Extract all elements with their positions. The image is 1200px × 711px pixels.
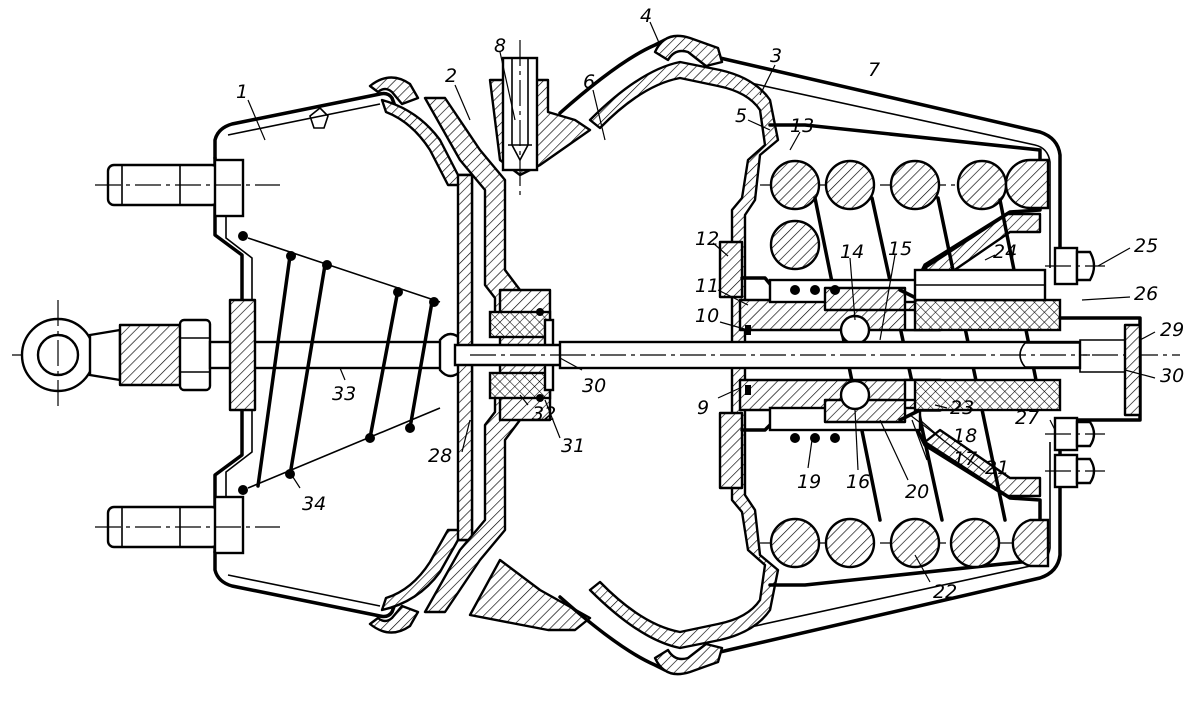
callout-14: 14 xyxy=(840,241,864,263)
spring-brake-piston xyxy=(768,123,1042,587)
callout-labels: 1 2 3 4 5 6 7 8 9 10 11 12 13 14 15 16 1… xyxy=(236,5,1184,603)
callout-23: 23 xyxy=(950,397,974,419)
callout-22: 22 xyxy=(933,581,957,603)
callout-9: 9 xyxy=(697,397,709,419)
callout-11: 11 xyxy=(695,275,719,297)
callout-32: 32 xyxy=(532,403,556,425)
intermediate-housing xyxy=(423,78,592,632)
callout-3: 3 xyxy=(770,45,782,67)
callout-15: 15 xyxy=(888,238,912,260)
callout-2: 2 xyxy=(445,65,457,87)
port-fitting xyxy=(501,40,539,200)
spring-housing-end-boss xyxy=(913,268,1062,412)
leader-lines xyxy=(247,21,1156,583)
service-diaphragm xyxy=(380,98,474,612)
callout-8: 8 xyxy=(494,35,506,57)
callout-12: 12 xyxy=(695,228,719,250)
callout-5: 5 xyxy=(735,105,747,127)
mounting-stud-top xyxy=(95,158,280,218)
callout-33: 33 xyxy=(332,383,356,405)
callout-17: 17 xyxy=(953,448,977,470)
callout-16: 16 xyxy=(846,471,870,493)
callout-28: 28 xyxy=(428,445,452,467)
callout-4: 4 xyxy=(640,5,652,27)
callout-6: 6 xyxy=(583,71,595,93)
screw-bottom-1 xyxy=(1045,416,1105,452)
callout-26: 26 xyxy=(1134,283,1158,305)
callout-19: 19 xyxy=(797,471,821,493)
mounting-stud-bottom xyxy=(95,495,280,555)
callout-27: 27 xyxy=(1015,407,1039,429)
callout-29: 29 xyxy=(1160,319,1184,341)
screw-top xyxy=(1045,246,1105,286)
callout-21: 21 xyxy=(985,457,1009,479)
screw-bottom-2 xyxy=(1045,453,1105,489)
callout-18: 18 xyxy=(953,425,977,447)
end-cap xyxy=(1019,316,1142,422)
callout-13: 13 xyxy=(790,115,814,137)
callout-30-right: 30 xyxy=(1160,365,1184,387)
callout-24: 24 xyxy=(993,241,1017,263)
hub-seal-assembly xyxy=(453,308,580,402)
callout-30-left: 30 xyxy=(582,375,606,397)
callout-7: 7 xyxy=(868,59,880,81)
power-spring xyxy=(760,158,1050,569)
callout-34: 34 xyxy=(302,493,326,515)
callout-25: 25 xyxy=(1134,235,1158,257)
callout-1: 1 xyxy=(236,81,248,103)
callout-20: 20 xyxy=(905,481,929,503)
callout-10: 10 xyxy=(695,305,719,327)
push-rod-clevis xyxy=(20,300,212,410)
rod-seal-boot xyxy=(228,298,257,412)
callout-31: 31 xyxy=(561,435,585,457)
release-rod xyxy=(558,340,1090,370)
return-spring xyxy=(238,231,441,495)
